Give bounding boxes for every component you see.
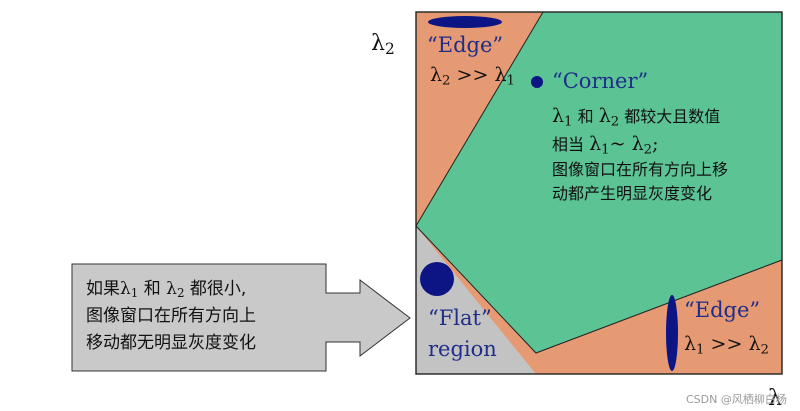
callout-line2: 图像窗口在所有方向上 — [86, 306, 256, 326]
axes-frame — [415, 11, 783, 375]
edge-bottom-label: “Edge” — [684, 298, 761, 322]
flat-label: “Flat” — [428, 306, 492, 330]
region-boundary — [415, 225, 783, 354]
region-boundary — [415, 11, 544, 227]
flat-region — [416, 226, 536, 374]
corner-line3: 图像窗口在所有方向上移 — [552, 160, 729, 179]
callout-arrow — [71, 263, 411, 372]
corner-line2: 相当 λ1~ λ2; — [552, 133, 659, 158]
corner-label: “Corner” — [552, 69, 649, 93]
edge-top-relation: λ2 >> λ1 — [430, 64, 515, 89]
corner-line4: 动都产生明显灰度变化 — [552, 184, 713, 203]
callout-line1: 如果λ1 和 λ2 都很小, — [86, 279, 247, 300]
callout-line3: 移动都无明显灰度变化 — [86, 333, 256, 353]
corner-dot — [531, 76, 543, 88]
edge-ellipse-horizontal — [428, 16, 502, 28]
edge-top-label: “Edge” — [427, 33, 504, 57]
watermark: CSDN @风栖柳白杨 — [686, 393, 787, 406]
edge-bottom-relation: λ1 >> λ2 — [684, 333, 769, 358]
x-axis-label: λ — [768, 386, 782, 411]
corner-line1: λ1 和 λ2 都较大且数值 — [552, 105, 721, 130]
flat-region-label: region — [428, 337, 497, 361]
y-axis-label: λ2 — [371, 31, 395, 58]
flat-circle — [420, 262, 454, 296]
corner-region — [416, 12, 782, 353]
edge-ellipse-vertical — [666, 295, 678, 371]
